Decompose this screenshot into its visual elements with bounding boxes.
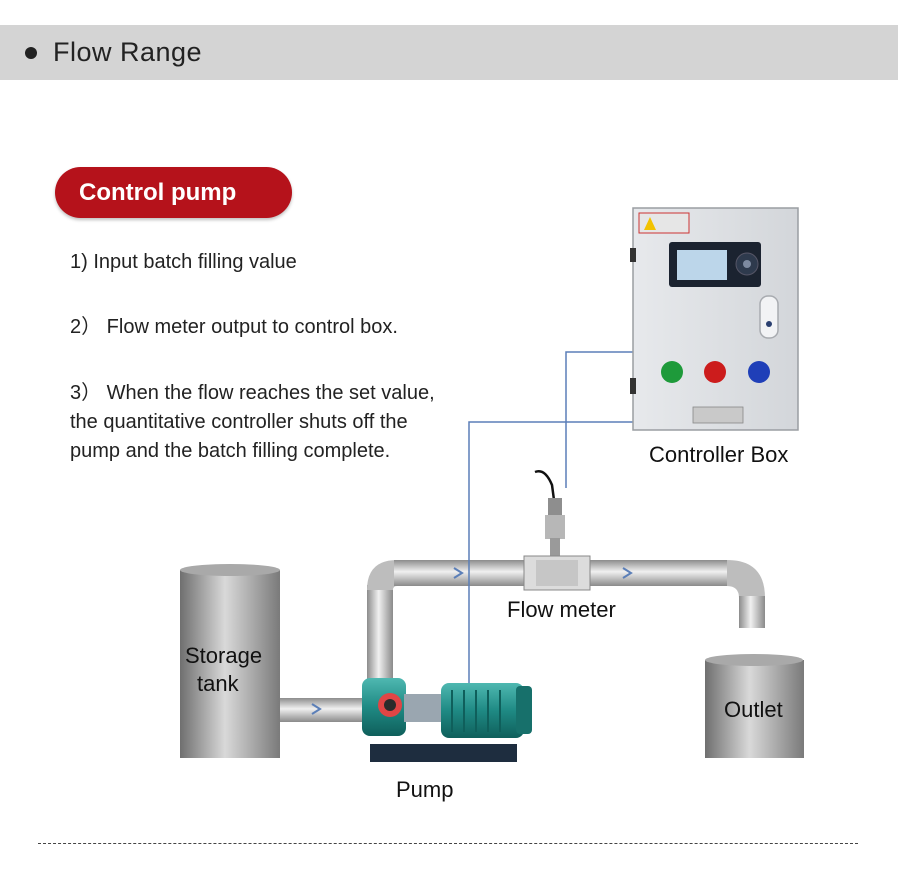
pipe-vertical-right <box>739 596 765 628</box>
flow-meter-label: Flow meter <box>507 597 616 622</box>
storage-tank-label-line2: tank <box>197 671 239 696</box>
page-title: Flow Range <box>53 37 203 67</box>
signal-line-pump <box>468 421 636 690</box>
signal-lines <box>468 351 636 690</box>
storage-tank-label: Storage <box>185 643 263 668</box>
warning-icon <box>644 217 656 230</box>
control-pump-pill: Control pump <box>55 167 292 218</box>
signal-line-meter <box>565 351 636 488</box>
step-2: 2） Flow meter output to control box. <box>70 313 398 342</box>
storage-tank <box>180 564 280 758</box>
controller-box <box>630 207 799 431</box>
pipe-tank-to-pump <box>280 698 365 722</box>
outlet-tank <box>705 654 804 758</box>
buttons-row <box>661 361 770 383</box>
door-handle <box>759 295 779 339</box>
pipe-vertical-left <box>367 585 393 685</box>
section-header: Flow Range <box>0 25 898 80</box>
controller-box-label: Controller Box <box>649 442 789 467</box>
nameplate <box>692 406 744 424</box>
red-button <box>704 361 726 383</box>
green-button <box>661 361 683 383</box>
step-line: 1) Input batch filling value <box>70 251 297 273</box>
pump-label: Pump <box>396 777 454 802</box>
flow-arrow-icon <box>622 567 633 579</box>
pipe-elbow-left <box>367 560 397 590</box>
step-3: 3） When the flow reaches the set value, … <box>70 379 435 466</box>
pipe-elbow-right <box>727 560 765 598</box>
step-line: the quantitative controller shuts off th… <box>70 411 408 433</box>
flow-arrow-icon <box>453 567 464 579</box>
pipe-network <box>280 560 765 722</box>
blue-button <box>748 361 770 383</box>
step-1: 1) Input batch filling value <box>70 248 297 277</box>
flow-meter <box>523 470 591 591</box>
step-line: 2） Flow meter output to control box. <box>70 316 398 338</box>
bullet-icon <box>25 46 37 59</box>
flow-arrows <box>311 567 633 715</box>
outlet-label: Outlet <box>724 697 783 722</box>
bottom-divider <box>38 843 858 844</box>
pump <box>362 678 532 762</box>
meter-cable <box>534 470 556 501</box>
step-line: pump and the batch filling complete. <box>70 440 391 462</box>
flow-arrow-icon <box>311 703 322 715</box>
step-line: 3） When the flow reaches the set value, <box>70 382 435 404</box>
